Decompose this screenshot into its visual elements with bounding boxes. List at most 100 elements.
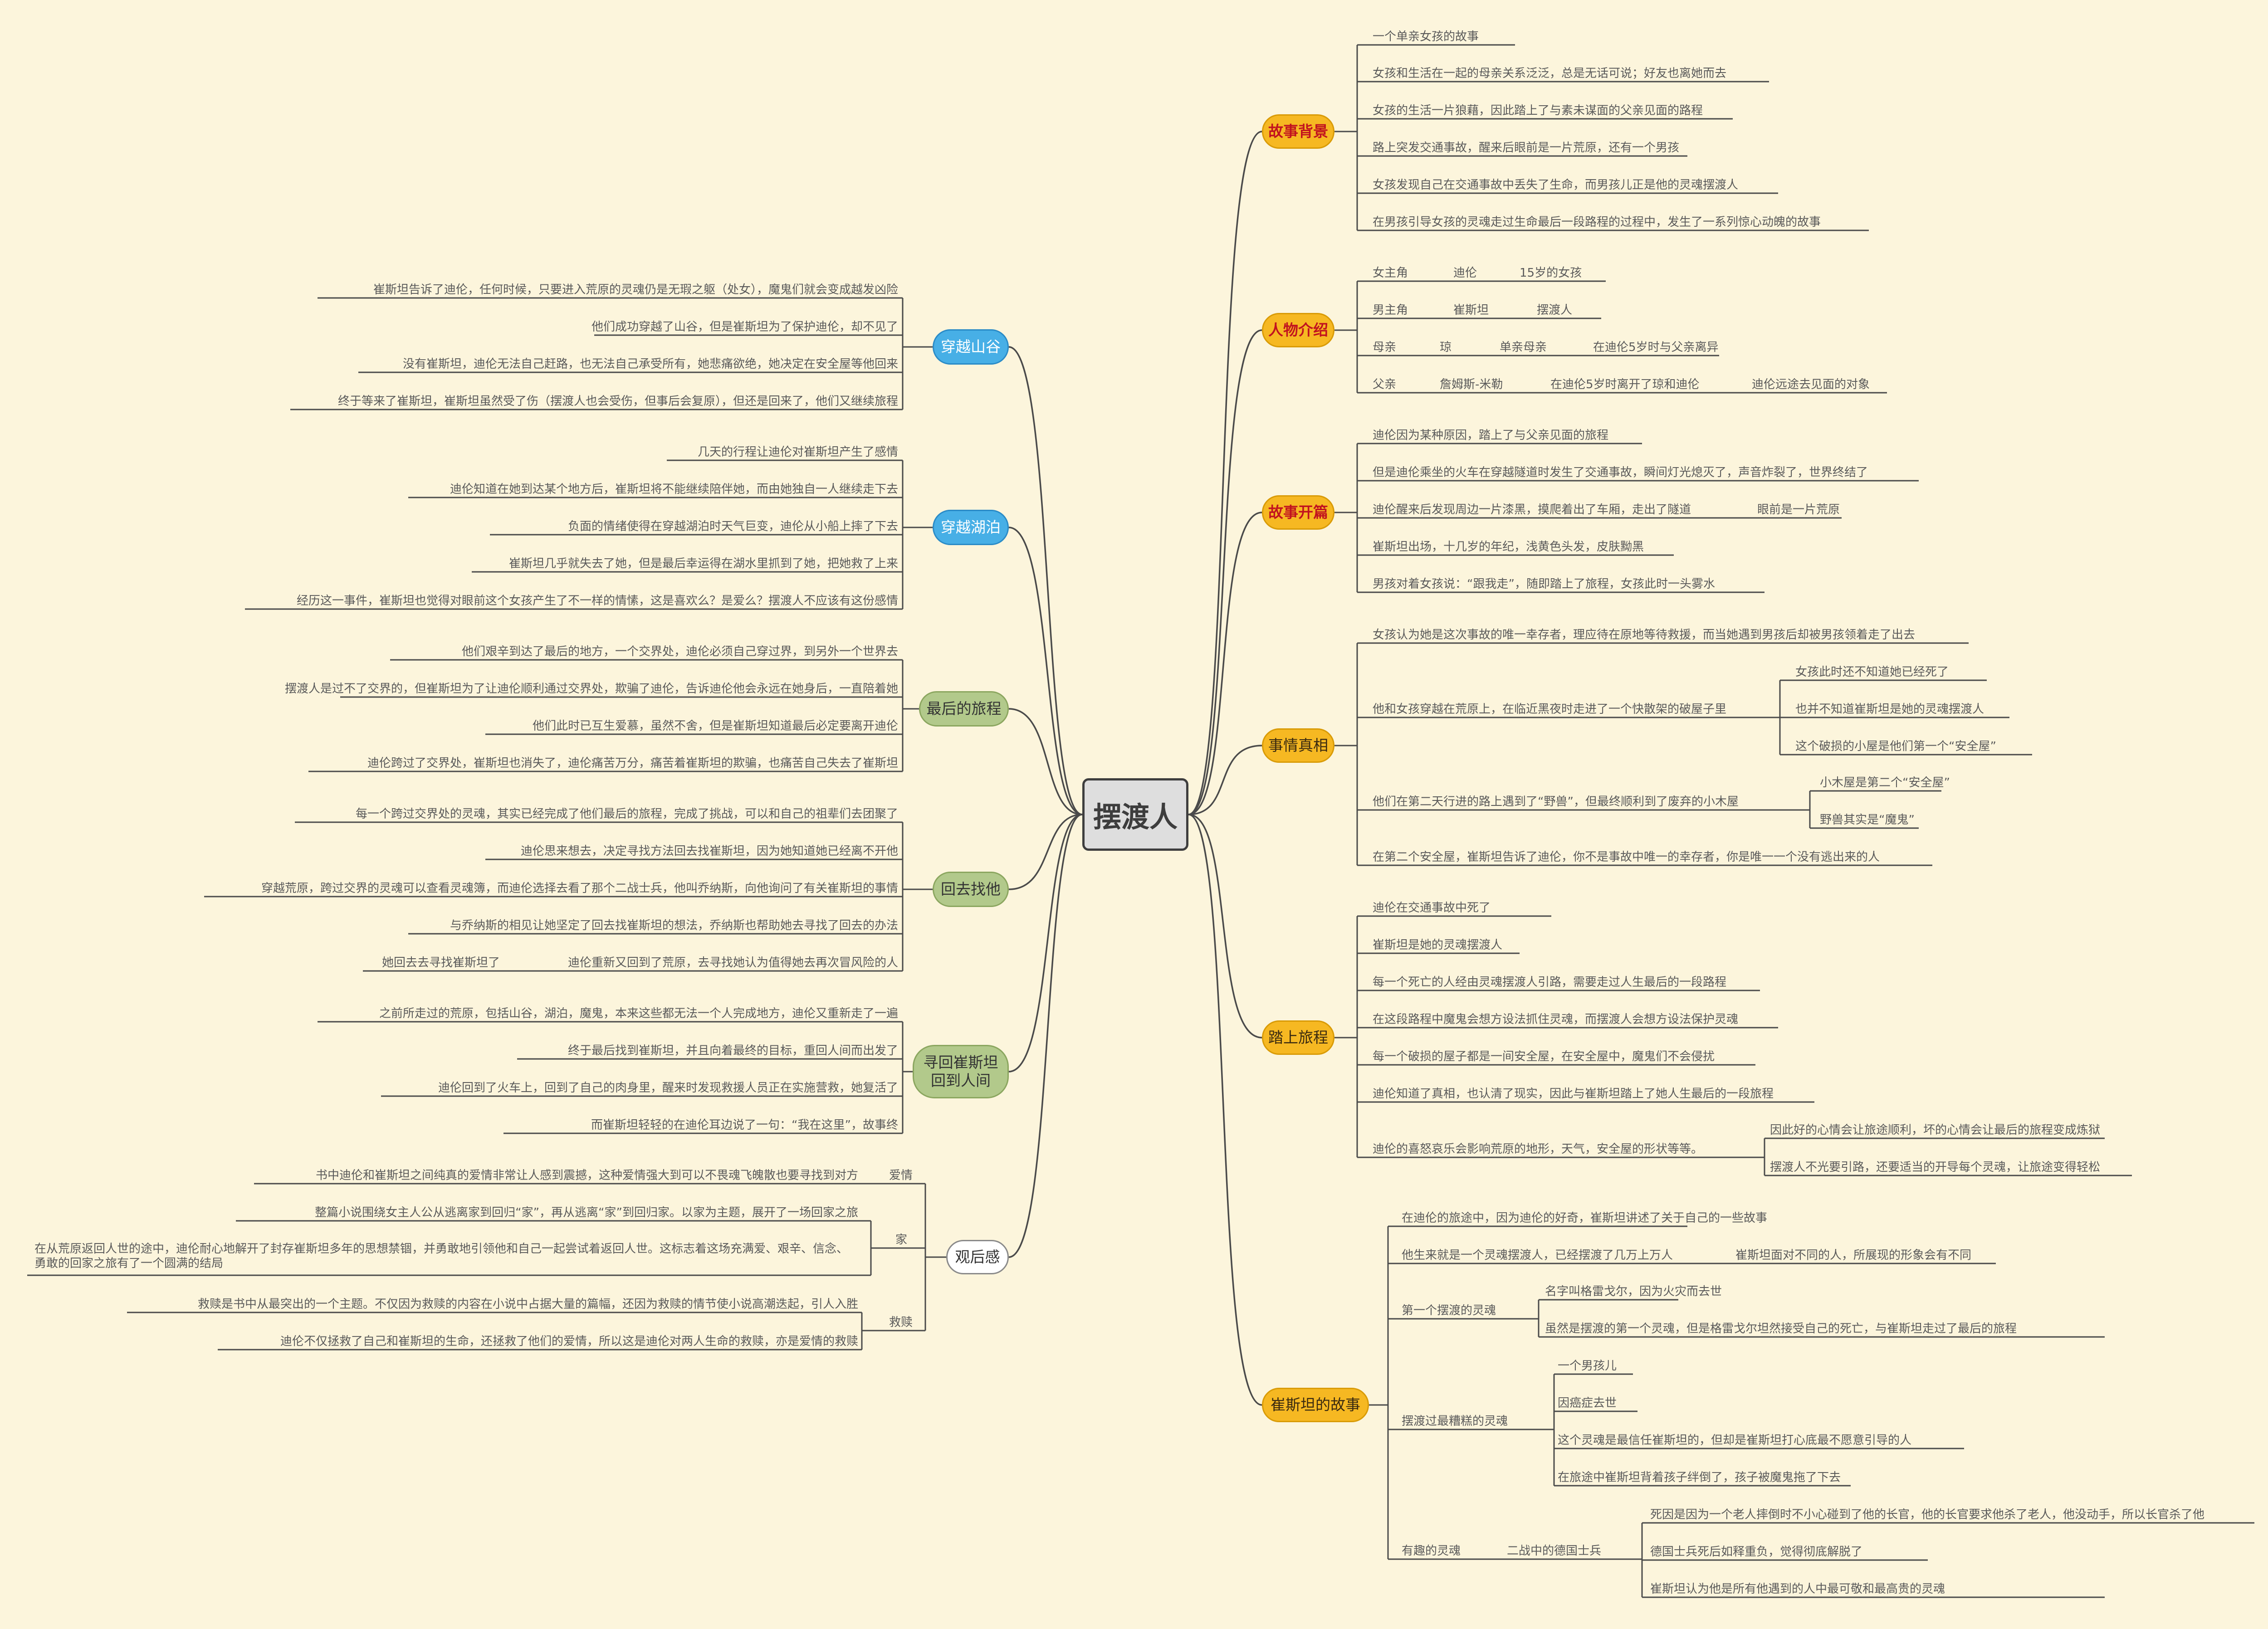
valley-item: 终于等来了崔斯坦，崔斯坦虽然受了伤（摆渡人也会受伤，但事后会复原），但还是回来了… xyxy=(337,395,898,408)
character-role: 父亲 xyxy=(1373,378,1397,391)
connector xyxy=(1188,814,1262,1039)
tristan-sub: 一个男孩儿 xyxy=(1558,1359,1617,1373)
character-desc: 在迪伦5岁时离开了琼和迪伦 xyxy=(1550,378,1700,391)
back-item: 迪伦重新又回到了荒原，去寻找她认为值得她去再次冒风险的人 xyxy=(567,956,898,970)
branch-journey[interactable]: 踏上旅程 xyxy=(1262,1020,1334,1055)
truth-item: 他和女孩穿越在荒原上，在临近黑夜时走进了一个快散架的破屋子里 xyxy=(1373,702,1727,716)
final-item: 他们艰辛到达了最后的地方，一个交界处，迪伦必须自己穿过界，到另外一个世界去 xyxy=(461,645,898,658)
branch-return-line-1: 寻回崔斯坦 xyxy=(923,1053,998,1071)
branch-lake[interactable]: 穿越湖泊 xyxy=(933,510,1009,545)
journey-item: 每一个死亡的人经由灵魂摆渡人引路，需要走过人生最后的一段路程 xyxy=(1373,975,1727,989)
final-item: 摆渡人是过不了交界的，但崔斯坦为了让迪伦顺利通过交界处，欺骗了迪伦，告诉迪伦他会… xyxy=(284,682,898,696)
truth-sub: 这个破损的小屋是他们第一个“安全屋” xyxy=(1795,740,1996,753)
tristan-sub: 崔斯坦认为他是所有他遇到的人中最可敬和最高贵的灵魂 xyxy=(1650,1582,1945,1596)
opening-item: 但是迪伦乘坐的火车在穿越隧道时发生了交通事故，瞬间灯光熄灭了，声音炸裂了，世界终… xyxy=(1373,466,1868,479)
tristan-sub: 崔斯坦面对不同的人，所展现的形象会有不同 xyxy=(1735,1249,1972,1262)
journey-item: 崔斯坦是她的灵魂摆渡人 xyxy=(1373,938,1503,952)
opening-item: 迪伦因为某种原因，踏上了与父亲见面的旅程 xyxy=(1373,429,1609,442)
branch-review[interactable]: 观后感 xyxy=(946,1240,1009,1274)
lake-item: 迪伦知道在她到达某个地方后，崔斯坦将不能继续陪伴她，而由她独自一人继续走下去 xyxy=(450,483,898,496)
tristan-sub: 因癌症去世 xyxy=(1558,1396,1617,1410)
tristan-sub: 虽然是摆渡的第一个灵魂，但是格雷戈尔坦然接受自己的死亡，与崔斯坦走过了最后的旅程 xyxy=(1545,1322,2017,1336)
connector xyxy=(1188,745,1262,815)
review-item: 迪伦不仅拯救了自己和崔斯坦的生命，还拯救了他们的爱情，所以这是迪伦对两人生命的救… xyxy=(280,1335,858,1348)
review-category: 救赎 xyxy=(889,1316,913,1329)
branch-characters[interactable]: 人物介绍 xyxy=(1262,313,1334,347)
background-item: 女孩发现自己在交通事故中丢失了生命，而男孩儿正是他的灵魂摆渡人 xyxy=(1373,178,1739,192)
truth-item: 他们在第二天行进的路上遇到了“野兽”，但最终顺利到了废弃的小木屋 xyxy=(1373,795,1739,809)
journey-item: 迪伦知道了真相，也认清了现实，因此与崔斯坦踏上了她人生最后的一段旅程 xyxy=(1373,1087,1774,1101)
tristan-sub: 名字叫格雷戈尔，因为火灾而去世 xyxy=(1545,1285,1722,1298)
character-role: 女主角 xyxy=(1373,266,1408,280)
final-item: 迪伦跨过了交界处，崔斯坦也消失了，迪伦痛苦万分，痛苦着崔斯坦的欺骗，也痛苦自己失… xyxy=(367,756,898,770)
journey-sub: 因此好的心情会让旅途顺利，坏的心情会让最后的旅程变成炼狱 xyxy=(1770,1123,2101,1137)
connector xyxy=(1008,708,1083,815)
character-name: 詹姆斯-米勒 xyxy=(1440,378,1503,391)
character-role: 母亲 xyxy=(1373,341,1397,354)
journey-item: 在这段路程中魔鬼会想方设法抓住灵魂，而摆渡人会想方设法保护灵魂 xyxy=(1373,1013,1739,1026)
truth-sub: 小木屋是第二个“安全屋” xyxy=(1820,776,1950,790)
branch-truth[interactable]: 事情真相 xyxy=(1262,728,1334,763)
connector xyxy=(1188,814,1262,1406)
branch-valley[interactable]: 穿越山谷 xyxy=(933,329,1009,365)
journey-item: 迪伦的喜怒哀乐会影响荒原的地形，天气，安全屋的形状等等。 xyxy=(1373,1142,1703,1156)
root-node[interactable]: 摆渡人 xyxy=(1082,778,1188,851)
connector xyxy=(1008,346,1083,815)
background-item: 女孩和生活在一起的母亲关系泛泛，总是无话可说；好友也离她而去 xyxy=(1373,67,1727,80)
truth-sub: 女孩此时还不知道她已经死了 xyxy=(1795,665,1949,679)
tristan-item: 他生来就是一个灵魂摆渡人，已经摆渡了几万上万人 xyxy=(1402,1249,1673,1262)
back-item: 迪伦思来想去，决定寻找方法回去找崔斯坦，因为她知道她已经离不开他 xyxy=(520,844,898,858)
journey-item: 每一个破损的屋子都是一间安全屋，在安全屋中，魔鬼们不会侵扰 xyxy=(1373,1050,1715,1063)
character-desc: 摆渡人 xyxy=(1537,303,1573,317)
branch-opening[interactable]: 故事开篇 xyxy=(1262,495,1334,530)
truth-sub: 也并不知道崔斯坦是她的灵魂摆渡人 xyxy=(1795,702,1984,716)
branch-go-back[interactable]: 回去找他 xyxy=(933,872,1009,907)
background-item: 路上突发交通事故，醒来后眼前是一片荒原，还有一个男孩 xyxy=(1373,141,1680,155)
opening-sub: 眼前是一片荒原 xyxy=(1757,503,1840,517)
character-desc: 迪伦远途去见面的对象 xyxy=(1752,378,1870,391)
branch-return-line-2: 回到人间 xyxy=(931,1072,991,1089)
journey-sub: 摆渡人不光要引路，还要适当的开导每个灵魂，让旅途变得轻松 xyxy=(1770,1161,2101,1174)
return-item: 迪伦回到了火车上，回到了自己的肉身里，醒来时发现救援人员正在实施营救，她复活了 xyxy=(438,1081,898,1095)
branch-story-background[interactable]: 故事背景 xyxy=(1262,114,1334,149)
return-item: 之前所走过的荒原，包括山谷，湖泊，魔鬼，本来这些都无法一个人完成地方，迪伦又重新… xyxy=(379,1007,898,1020)
opening-item: 迪伦醒来后发现周边一片漆黑，摸爬着出了车厢，走出了隧道 xyxy=(1373,503,1691,517)
tristan-sub: 在旅途中崔斯坦背着孩子绊倒了，孩子被魔鬼拖了下去 xyxy=(1558,1471,1841,1484)
tristan-item: 有趣的灵魂 xyxy=(1402,1544,1461,1558)
character-desc: 单亲母亲 xyxy=(1500,341,1547,354)
lake-item: 经历这一事件，崔斯坦也觉得对眼前这个女孩产生了不一样的情愫，这是喜欢么？是爱么？… xyxy=(296,594,898,608)
tristan-item: 第一个摆渡的灵魂 xyxy=(1402,1304,1496,1317)
back-sub: 她回去去寻找崔斯坦了 xyxy=(381,956,500,970)
character-name: 崔斯坦 xyxy=(1453,303,1489,317)
lake-item: 崔斯坦几乎就失去了她，但是最后幸运得在湖水里抓到了她，把她救了上来 xyxy=(508,557,898,571)
opening-item: 男孩对着女孩说：“跟我走”，随即踏上了旅程，女孩此时一头雾水 xyxy=(1373,577,1715,591)
back-item: 穿越荒原，跨过交界的灵魂可以查看灵魂簿，而迪伦选择去看了那个二战士兵，他叫乔纳斯… xyxy=(261,882,898,895)
connector xyxy=(1008,814,1083,1258)
connector xyxy=(1008,814,1083,1073)
tristan-item: 在迪伦的旅途中，因为迪伦的好奇，崔斯坦讲述了关于自己的一些故事 xyxy=(1402,1211,1768,1225)
review-item: 整篇小说围绕女主人公从逃离家到回归“家”，再从逃离“家”到回归家。以家为主题，展… xyxy=(315,1206,858,1219)
truth-item: 在第二个安全屋，崔斯坦告诉了迪伦，你不是事故中唯一的幸存者，你是唯一一个没有逃出… xyxy=(1373,850,1880,864)
valley-item: 没有崔斯坦，迪伦无法自己赶路，也无法自己承受所有，她悲痛欲绝，她决定在安全屋等他… xyxy=(402,357,898,371)
return-item: 终于最后找到崔斯坦，并且向着最终的目标，重回人间而出发了 xyxy=(567,1044,898,1058)
tristan-sub: 这个灵魂是最信任崔斯坦的，但却是崔斯坦打心底最不愿意引导的人 xyxy=(1558,1434,1912,1447)
connector xyxy=(1188,131,1262,815)
branch-tristan-story[interactable]: 崔斯坦的故事 xyxy=(1262,1388,1369,1422)
back-item: 每一个跨过交界处的灵魂，其实已经完成了他们最后的旅程，完成了挑战，可以和自己的祖… xyxy=(355,807,898,821)
branch-return[interactable]: 寻回崔斯坦 回到人间 xyxy=(913,1045,1009,1098)
branch-final-journey[interactable]: 最后的旅程 xyxy=(919,691,1009,727)
review-category: 爱情 xyxy=(889,1169,913,1182)
background-item: 一个单亲女孩的故事 xyxy=(1373,30,1479,44)
connector xyxy=(1188,329,1262,815)
lake-item: 负面的情绪使得在穿越湖泊时天气巨变，迪伦从小船上摔了下去 xyxy=(567,520,898,533)
character-role: 男主角 xyxy=(1373,303,1408,317)
truth-item: 女孩认为她是这次事故的唯一幸存者，理应待在原地等待救援，而当她遇到男孩后却被男孩… xyxy=(1373,628,1916,642)
valley-item: 他们成功穿越了山谷，但是崔斯坦为了保护迪伦，却不见了 xyxy=(591,320,898,334)
tristan-item: 摆渡过最糟糕的灵魂 xyxy=(1402,1414,1508,1428)
background-item: 女孩的生活一片狼藉，因此踏上了与素未谋面的父亲见面的路程 xyxy=(1373,104,1703,117)
connector xyxy=(1008,814,1083,890)
background-item: 在男孩引导女孩的灵魂走过生命最后一段路程的过程中，发生了一系列惊心动魄的故事 xyxy=(1373,215,1821,229)
review-item: 在从荒原返回人世的途中，迪伦耐心地解开了封存崔斯坦多年的思想禁锢，并勇敢地引领他… xyxy=(34,1242,849,1270)
